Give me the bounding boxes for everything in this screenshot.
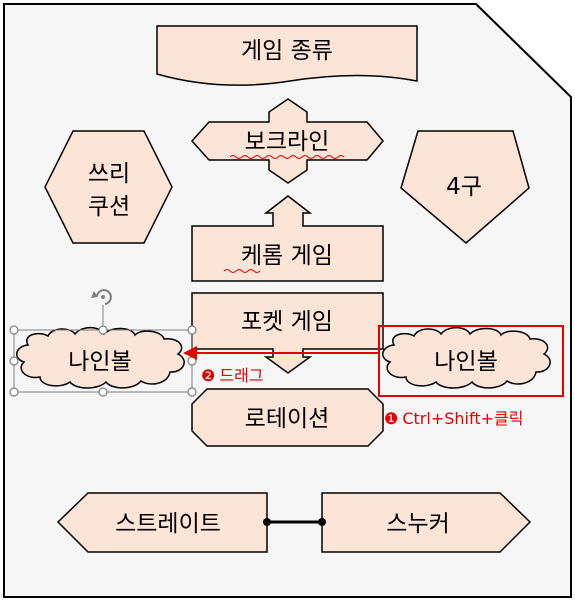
resize-handle-se[interactable]	[187, 387, 197, 397]
nine-ball-cloud-selected[interactable]: 나인볼	[16, 326, 185, 389]
resize-handle-w[interactable]	[9, 356, 19, 366]
rotation-octagon[interactable]: 로테이션	[191, 388, 384, 447]
carom-arrow-callout[interactable]: 케롬 게임	[191, 195, 384, 282]
drag-annotation-label: 드래그	[219, 366, 263, 385]
pocket-arrow-callout[interactable]: 포켓 게임	[191, 292, 384, 374]
three-cushion-hexagon[interactable]: 쓰리 쿠션	[44, 130, 173, 244]
drag-step-marker: ❷	[201, 366, 215, 385]
title-document-shape[interactable]: 게임 종류	[156, 25, 418, 86]
drag-arrow-icon	[183, 346, 379, 360]
nine-ball-cloud-target[interactable]: 나인볼	[382, 326, 551, 389]
nine-ball-target-label: 나인볼	[434, 349, 497, 375]
rotation-label: 로테이션	[245, 406, 330, 432]
snooker-label: 스누커	[386, 511, 449, 537]
boklaine-shape[interactable]: 보크라인	[190, 98, 384, 184]
nine-ball-selected-label: 나인볼	[68, 349, 131, 375]
connector-line[interactable]	[263, 518, 326, 526]
three-cushion-label-line2: 쿠션	[88, 194, 130, 220]
click-annotation-label: Ctrl+Shift+클릭	[402, 409, 523, 428]
straight-shape[interactable]: 스트레이트	[56, 492, 268, 553]
target-highlight-box	[378, 325, 564, 397]
boklaine-label: 보크라인	[245, 129, 330, 155]
resize-handle-ne[interactable]	[187, 325, 197, 335]
three-cushion-label-line1: 쓰리	[88, 161, 130, 187]
rotate-handle-icon[interactable]	[91, 289, 112, 305]
four-ball-label: 4구	[446, 174, 482, 200]
resize-handle-s[interactable]	[98, 387, 108, 397]
pocket-label: 포켓 게임	[241, 309, 333, 335]
snooker-shape[interactable]: 스누커	[321, 492, 532, 553]
click-step-marker: ❶	[384, 409, 398, 428]
four-ball-pentagon[interactable]: 4구	[400, 130, 530, 244]
title-label: 게임 종류	[241, 38, 333, 64]
spellcheck-underline	[229, 155, 345, 159]
resize-handle-n[interactable]	[98, 325, 108, 335]
resize-handle-nw[interactable]	[9, 325, 19, 335]
straight-label: 스트레이트	[115, 511, 221, 537]
resize-handle-sw[interactable]	[9, 387, 19, 397]
spellcheck-underline	[223, 269, 261, 273]
carom-label: 케롬 게임	[241, 243, 333, 269]
